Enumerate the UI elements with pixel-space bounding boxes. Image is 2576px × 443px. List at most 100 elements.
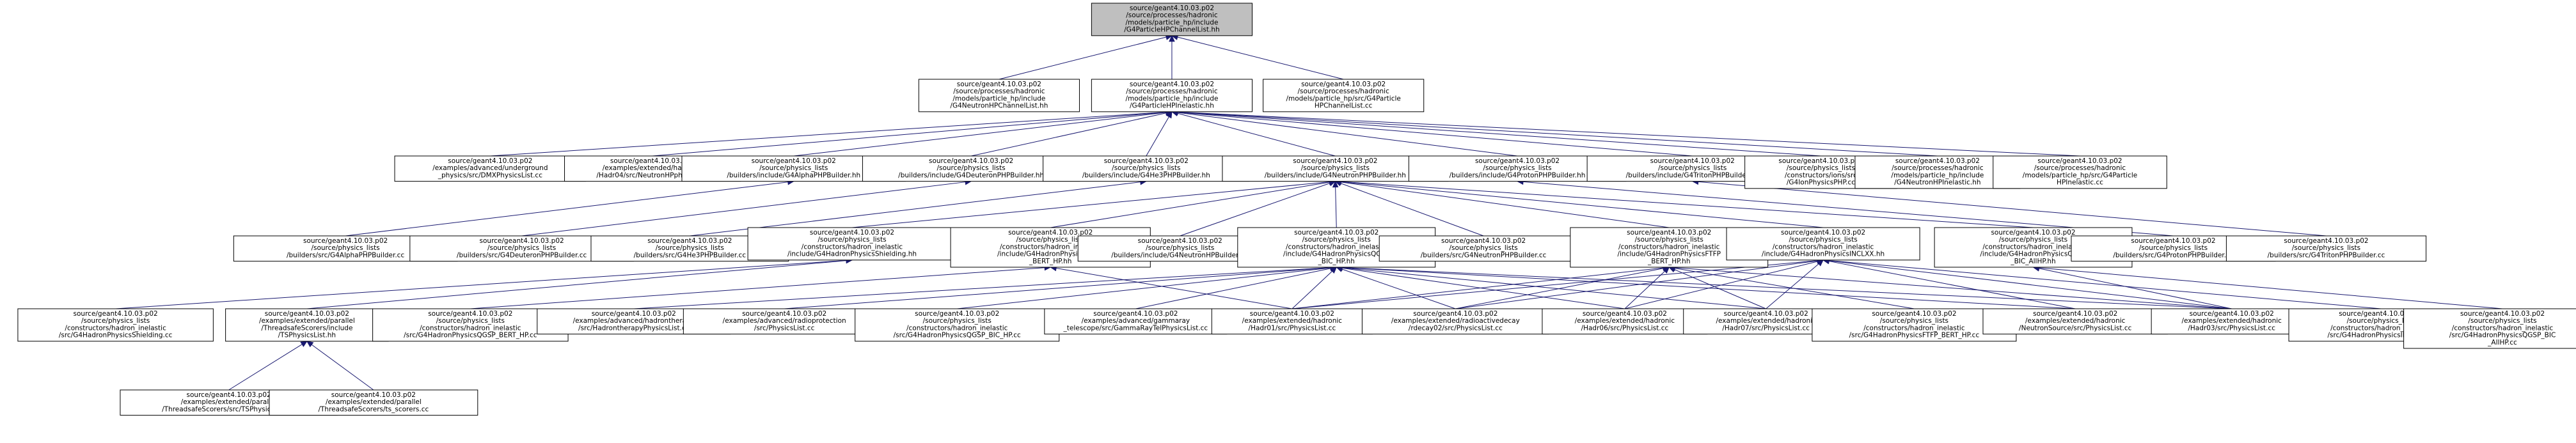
file-node[interactable]: source/geant4.10.03.p02/source/processes…: [1091, 79, 1253, 113]
node-label-line: /examples/extended/parallel: [181, 398, 277, 406]
node-label-line: /models/particle_hp/include: [1125, 19, 1218, 26]
node-label-line: /examples/extended/parallel: [259, 317, 355, 325]
node-label-line: /builders/src/G4NeutronPHPBuilder.cc: [1421, 251, 1547, 259]
file-node[interactable]: source/geant4.10.03.p02/source/physics_l…: [1726, 227, 1920, 261]
file-node[interactable]: source/geant4.10.03.p02/source/physics_l…: [747, 227, 957, 261]
node-label-line: /include/G4HadronPhysicsQGSP: [1283, 251, 1389, 258]
node-label-line: /Hadr07/src/PhysicsList.cc: [1722, 324, 1810, 332]
node-label-line: /builders/include/G4He3PHPBuilder.hh: [1082, 171, 1210, 179]
file-node[interactable]: source/geant4.10.03.p02/examples/advance…: [1044, 308, 1228, 335]
node-label-line: /ThreadsafeScorers/ts_scorers.cc: [318, 405, 429, 413]
node-label-line: /source/physics_lists: [487, 244, 556, 252]
node-label-line: source/geant4.10.03.p02: [428, 310, 512, 318]
node-label-line: source/geant4.10.03.p02: [810, 229, 894, 237]
node-label-line: /examples/advanced/gammaray: [1082, 317, 1190, 325]
node-label-line: /src/PhysicsList.cc: [754, 324, 815, 332]
file-node[interactable]: source/geant4.10.03.p02/examples/extende…: [1211, 308, 1373, 335]
node-label-line: /constructors/hadron_inelastic: [1286, 243, 1387, 251]
node-label-line: /examples/advanced/radioprotection: [723, 317, 846, 325]
node-label-line: /builders/include/G4TritonPHPBuilder.hh: [1626, 171, 1759, 179]
node-box: [1982, 308, 2168, 335]
node-label-line: /src/HadrontherapyPhysicsList.cc: [578, 324, 690, 332]
node-label-line: HPChannelList.cc: [1315, 102, 1373, 110]
edge-n13-to-n2: [1171, 109, 1938, 157]
node-label-line: /source/physics_lists: [1635, 236, 1703, 244]
node-box: [2151, 308, 2312, 335]
node-box: [1812, 308, 2017, 342]
node-box: [1263, 79, 1425, 113]
node-box: [683, 308, 886, 335]
file-node[interactable]: source/geant4.10.03.p02/examples/extende…: [1361, 308, 1549, 335]
node-label-line: /builders/include/G4ProtonPHPBuilder.hh: [1450, 171, 1586, 179]
edge-n3-to-n0: [1171, 34, 1344, 80]
file-node[interactable]: source/geant4.10.03.p02/examples/advance…: [394, 155, 587, 182]
file-node[interactable]: source/geant4.10.03.p02/source/processes…: [1854, 155, 2021, 189]
node-label-line: source/geant4.10.03.p02: [2339, 310, 2423, 318]
file-node[interactable]: source/geant4.10.03.p02/source/physics_l…: [855, 308, 1060, 342]
node-label-line: source/geant4.10.03.p02: [331, 391, 416, 399]
file-node[interactable]: source/geant4.10.03.p02/source/processes…: [918, 79, 1080, 113]
edge-n23-to-n9: [1334, 179, 1670, 228]
node-label-line: /source/processes/hadronic: [1892, 164, 1984, 172]
file-node[interactable]: source/geant4.10.03.p02/examples/extende…: [225, 308, 389, 342]
node-label-line: source/geant4.10.03.p02: [1293, 157, 1377, 165]
node-label-line: /constructors/hadron_inelastic: [802, 243, 903, 251]
node-label-line: /include/G4HadronPhysicsQGSP: [1980, 251, 2086, 258]
file-node[interactable]: source/geant4.10.03.p02/source/physics_l…: [1812, 308, 2017, 342]
node-label-line: /constructors/hadron_inelastic: [1618, 243, 1720, 251]
node-label-line: /models/particle_hp/include: [952, 95, 1045, 102]
node-label-line: /source/physics_lists: [1016, 236, 1085, 244]
file-node[interactable]: source/geant4.10.03.p02/source/physics_l…: [1379, 235, 1588, 262]
file-node[interactable]: source/geant4.10.03.p02/source/physics_l…: [2225, 235, 2427, 262]
file-node[interactable]: source/geant4.10.03.p02/source/processes…: [1263, 79, 1425, 113]
node-label-line: /source/physics_lists: [1302, 236, 1371, 244]
file-node[interactable]: source/geant4.10.03.p02/examples/extende…: [2151, 308, 2312, 335]
node-label-line: source/geant4.10.03.p02: [1895, 157, 1980, 165]
node-label-line: source/geant4.10.03.p02: [1130, 81, 1214, 88]
file-node[interactable]: source/geant4.10.03.p02/source/physics_l…: [17, 308, 214, 342]
edges-layer: [115, 34, 2503, 391]
node-box: [1091, 3, 1253, 36]
node-label-line: /constructors/hadron_inelastic: [1863, 324, 1965, 332]
edge-n31-to-n21: [633, 264, 1338, 309]
node-label-line: source/geant4.10.03.p02: [1008, 229, 1093, 237]
node-label-line: /source/physics_lists: [311, 244, 379, 252]
node-box: [17, 308, 214, 342]
node-box: [1993, 155, 2167, 189]
node-label-line: /examples/advanced/underground: [432, 164, 548, 172]
node-label-line: /constructors/hadron_inelastic: [2452, 324, 2554, 332]
file-node[interactable]: source/geant4.10.03.p02/examples/extende…: [1982, 308, 2168, 335]
node-label-line: /source/physics_lists: [1880, 317, 1948, 325]
root-node[interactable]: source/geant4.10.03.p02/source/processes…: [1091, 3, 1253, 36]
node-box: [1043, 155, 1250, 182]
file-node[interactable]: source/geant4.10.03.p02/examples/extende…: [269, 389, 478, 416]
node-label-line: /rdecay02/src/PhysicsList.cc: [1409, 324, 1503, 332]
file-node[interactable]: source/geant4.10.03.p02/examples/extende…: [1542, 308, 1708, 335]
file-node[interactable]: source/geant4.10.03.p02/source/physics_l…: [1237, 227, 1436, 268]
node-label-line: /source/physics_lists: [923, 317, 992, 325]
node-label-line: source/geant4.10.03.p02: [1778, 157, 1863, 165]
node-label-line: _telescope/src/GammaRayTelPhysicsList.cc: [1063, 324, 1208, 332]
node-label-line: /source/physics_lists: [2292, 244, 2360, 252]
node-label-line: /ThreadsafeScorers/include: [261, 324, 352, 332]
node-label-line: source/geant4.10.03.p02: [592, 310, 676, 318]
file-node[interactable]: source/geant4.10.03.p02/source/processes…: [1993, 155, 2167, 189]
file-node[interactable]: source/geant4.10.03.p02/source/physics_l…: [1043, 155, 1250, 182]
node-box: [1854, 155, 2021, 189]
node-label-line: /Hadr04/src/NeutronHPphysics.cc: [596, 171, 708, 179]
edge-n35-to-n21: [1292, 267, 1338, 309]
node-label-line: source/geant4.10.03.p02: [929, 157, 1013, 165]
file-node[interactable]: source/geant4.10.03.p02/source/physics_l…: [2403, 308, 2576, 349]
file-node[interactable]: source/geant4.10.03.p02/examples/advance…: [683, 308, 886, 335]
edge-n35-to-n23: [1292, 265, 1670, 309]
node-label-line: _physics/src/DMXPhysicsList.cc: [438, 171, 542, 179]
node-label-line: /models/particle_hp/include: [1891, 171, 1984, 179]
node-label-line: /constructors/hadron_inelastic: [65, 324, 166, 332]
node-label-line: /models/particle_hp/src/G4Particle: [2023, 171, 2137, 179]
node-label-line: /TSPhysicsList.hh: [278, 332, 336, 339]
file-node[interactable]: source/geant4.10.03.p02/source/physics_l…: [1744, 155, 1897, 189]
node-label-line: source/geant4.10.03.p02: [1583, 310, 1667, 318]
node-label-line: /builders/src/G4TritonPHPBuilder.cc: [2268, 251, 2385, 259]
node-label-line: source/geant4.10.03.p02: [303, 237, 388, 245]
node-box: [1361, 308, 1549, 335]
